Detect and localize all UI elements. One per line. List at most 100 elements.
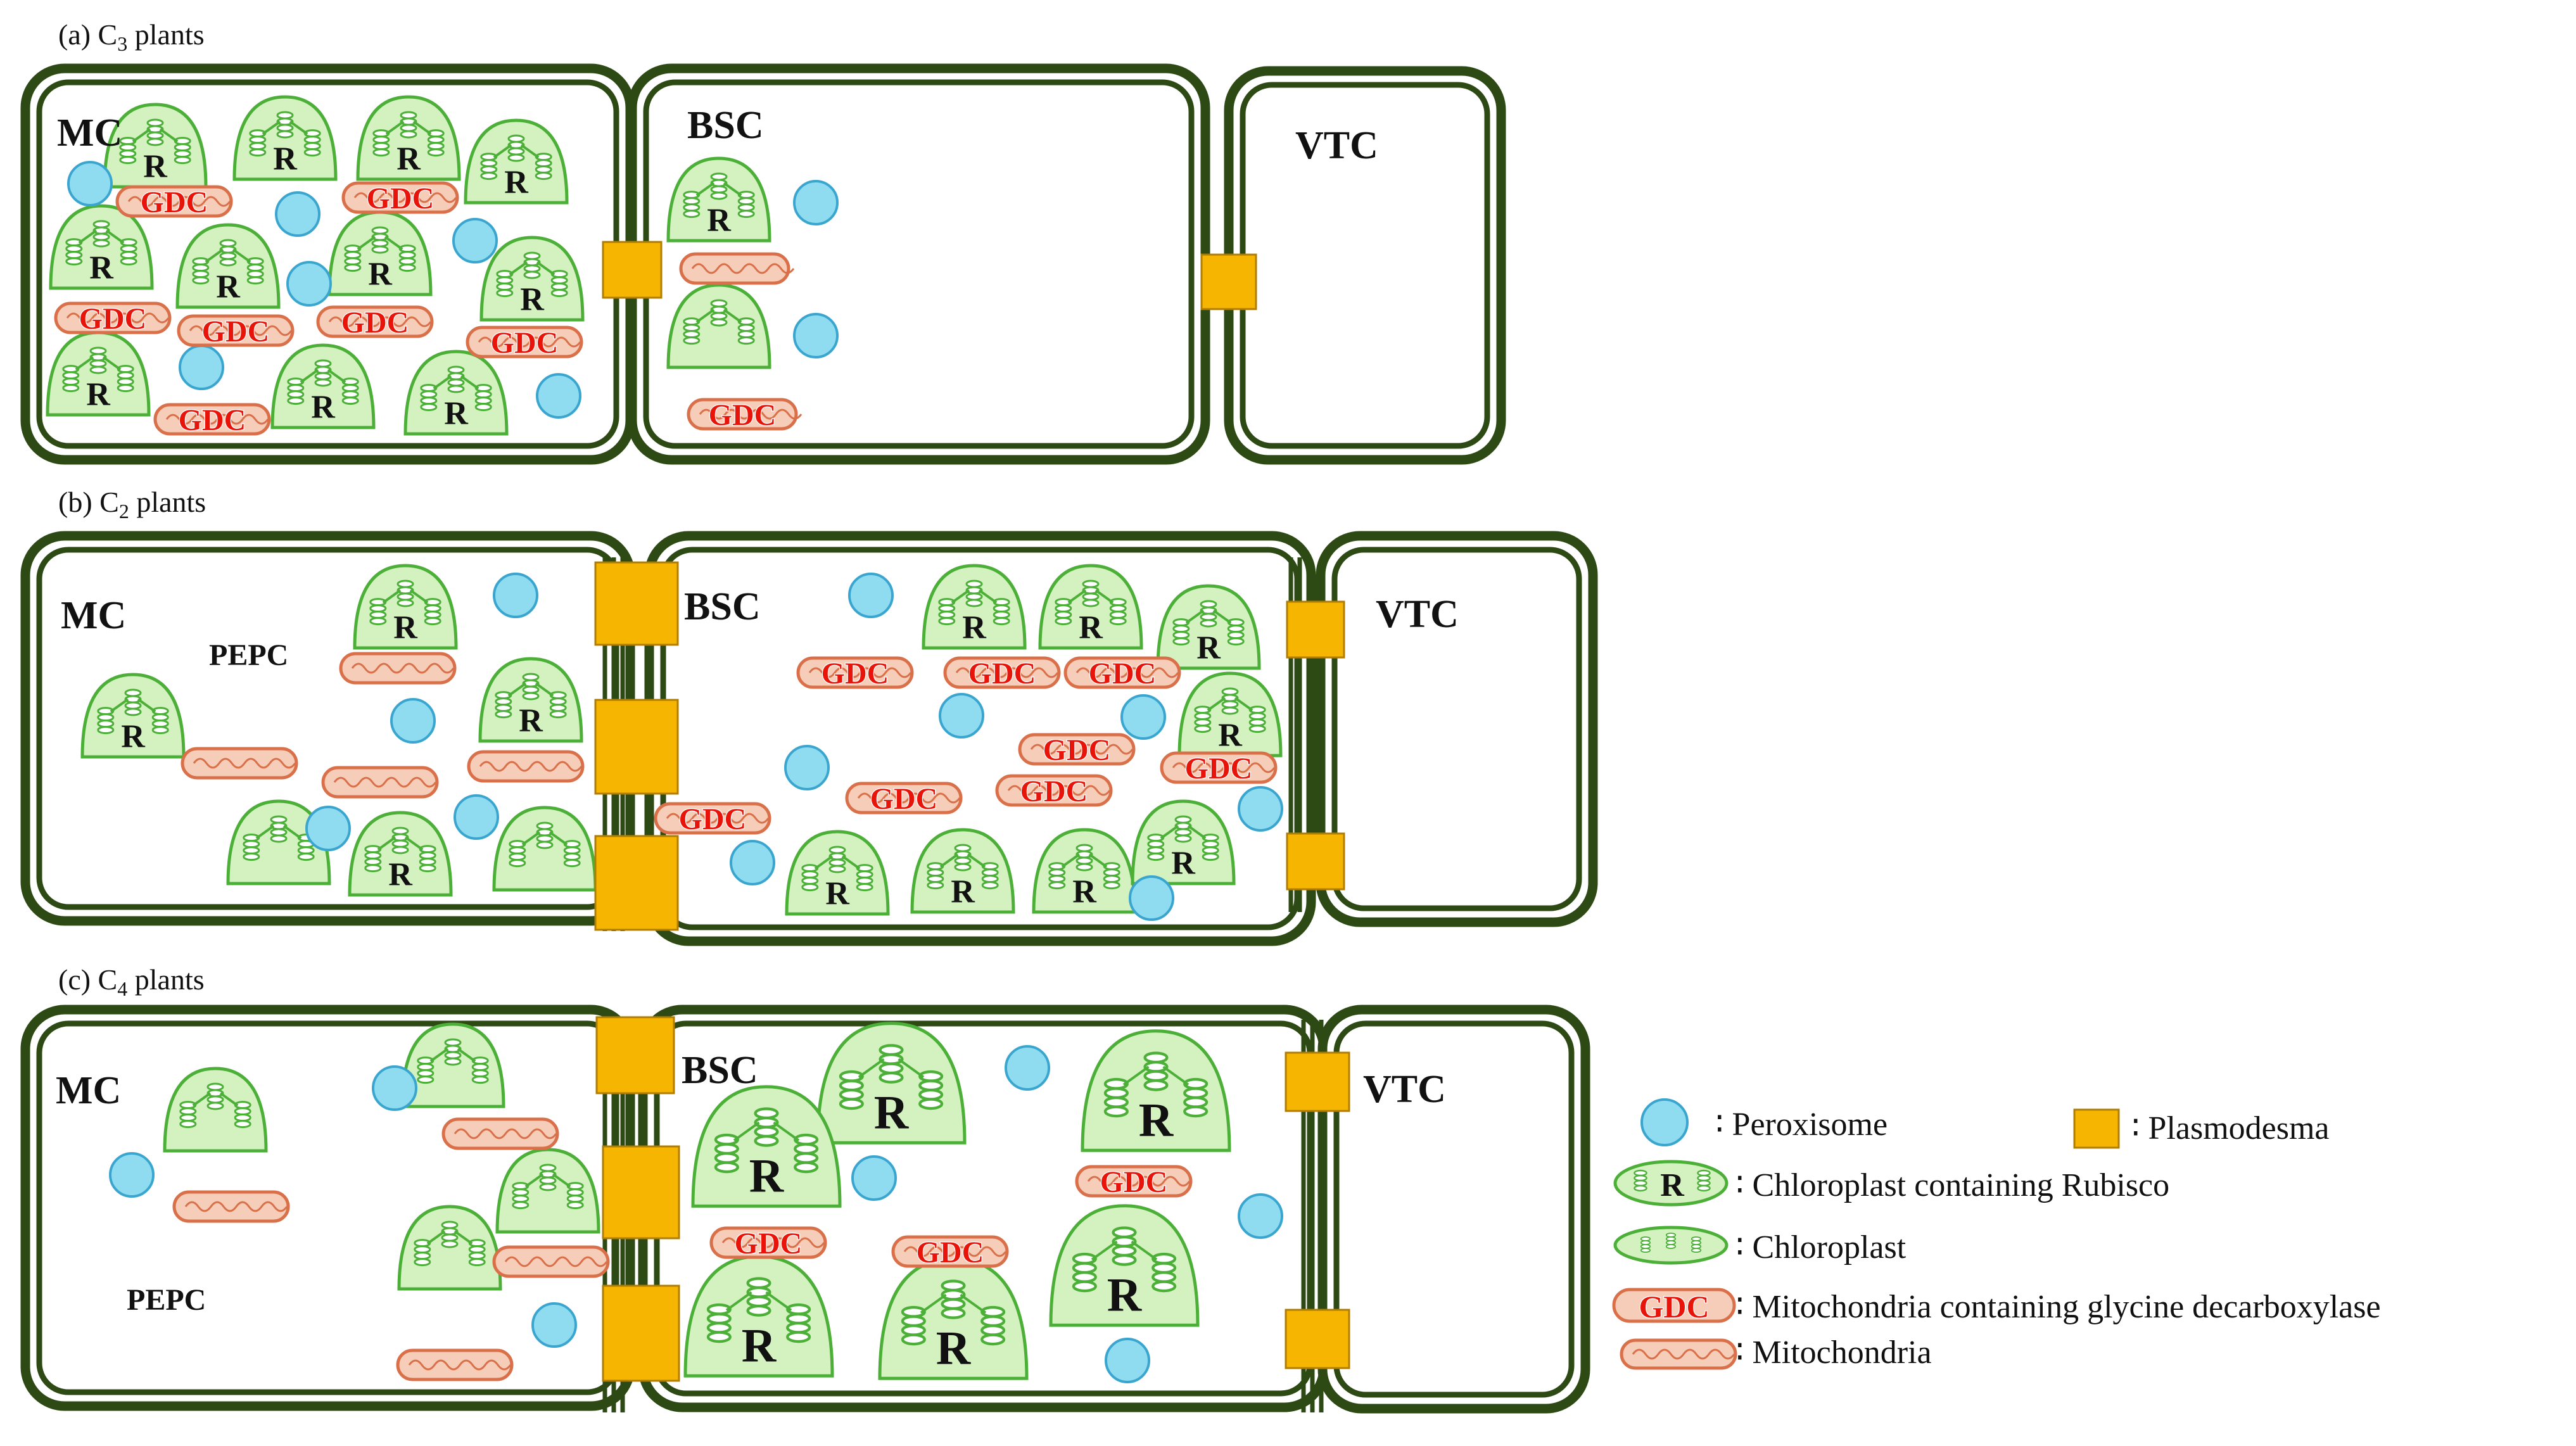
chloroplast-rubisco: R bbox=[878, 1257, 1029, 1380]
chloroplast-rubisco: R bbox=[353, 564, 458, 650]
legend-plasmodesma-label: ∶ Plasmodesma bbox=[2131, 1110, 2330, 1146]
rubisco-label: R bbox=[1218, 717, 1243, 753]
chloroplast-rubisco: R bbox=[1038, 564, 1143, 650]
chloroplast-rubisco: R bbox=[816, 1022, 967, 1145]
panel-b-label: (b) C2 plants bbox=[58, 486, 206, 523]
chloroplast-rubisco: R bbox=[103, 103, 208, 189]
enzyme-label-pepc: PEPC bbox=[127, 1283, 206, 1317]
mitochondria-gdc: GDC bbox=[1160, 751, 1278, 786]
mitochondria bbox=[441, 1117, 559, 1150]
cell-label-bsc: BSC bbox=[687, 104, 764, 147]
rubisco-label: R bbox=[393, 609, 418, 645]
chloroplast-rubisco: R bbox=[922, 564, 1027, 650]
rubisco-label: R bbox=[388, 856, 413, 892]
peroxisome bbox=[275, 191, 320, 237]
chloroplast-rubisco: R bbox=[46, 331, 151, 417]
gdc-label: GDC bbox=[1100, 1165, 1168, 1199]
cell-label-bsc: BSC bbox=[684, 585, 761, 628]
chloroplast-rubisco: R bbox=[464, 118, 569, 205]
mitochondria-gdc: GDC bbox=[466, 326, 583, 360]
legend-mito-gdc-label: ∶ Mitochondria containing glycine decarb… bbox=[1735, 1289, 2381, 1325]
chloroplast-rubisco: R bbox=[80, 673, 186, 759]
mitochondria bbox=[339, 652, 457, 685]
legend-mito-gdc-swatch: GDC bbox=[1612, 1288, 1736, 1325]
rubisco-label: R bbox=[874, 1087, 910, 1139]
chloroplast bbox=[163, 1067, 268, 1153]
chloroplast-rubisco: R bbox=[478, 657, 583, 743]
mitochondria-gdc: GDC bbox=[153, 403, 271, 438]
peroxisome bbox=[793, 313, 839, 358]
peroxisome bbox=[730, 840, 775, 885]
mitochondria-gdc: GDC bbox=[115, 185, 233, 220]
gdc-label: GDC bbox=[822, 657, 889, 690]
plasmodesma bbox=[594, 561, 679, 646]
rubisco-label: R bbox=[936, 1322, 972, 1375]
rubisco-label: R bbox=[397, 141, 421, 177]
chloroplast-rubisco: R bbox=[666, 156, 771, 243]
legend-chloroplast-rubisco-label: ∶ Chloroplast containing Rubisco bbox=[1735, 1167, 2169, 1203]
peroxisome bbox=[536, 373, 581, 419]
peroxisome bbox=[1129, 875, 1174, 921]
mitochondria-gdc: GDC bbox=[796, 656, 914, 691]
chloroplast-rubisco: R bbox=[1177, 671, 1283, 758]
chloroplast-rubisco: R bbox=[175, 223, 281, 309]
cell-a-vtc bbox=[1224, 66, 1506, 465]
rubisco-label: R bbox=[520, 281, 545, 317]
peroxisome bbox=[179, 345, 224, 390]
chloroplast-rubisco: R bbox=[785, 830, 890, 916]
peroxisome bbox=[1120, 694, 1166, 740]
peroxisome bbox=[390, 698, 436, 744]
gdc-label: GDC bbox=[341, 306, 409, 339]
peroxisome bbox=[1005, 1045, 1050, 1091]
plasmodesma bbox=[595, 1016, 675, 1094]
mitochondria-gdc: GDC bbox=[654, 802, 771, 837]
gdc-label: GDC bbox=[1020, 775, 1088, 808]
peroxisome bbox=[109, 1152, 155, 1198]
chloroplast-rubisco: R bbox=[683, 1255, 834, 1378]
gdc-label: GDC bbox=[141, 186, 208, 219]
peroxisome bbox=[1105, 1338, 1150, 1383]
chloroplast-rubisco: R bbox=[1131, 799, 1236, 885]
mitochondria bbox=[467, 750, 585, 783]
mitochondria-gdc: GDC bbox=[1075, 1165, 1193, 1200]
chloroplast-rubisco: R bbox=[1156, 584, 1261, 670]
chloroplast bbox=[492, 806, 597, 892]
mitochondria bbox=[679, 252, 795, 285]
rubisco-label: R bbox=[143, 148, 168, 184]
plasmodesma bbox=[1286, 832, 1345, 891]
peroxisome bbox=[848, 573, 894, 618]
rubisco-label: R bbox=[1196, 630, 1221, 666]
gdc-label: GDC bbox=[870, 782, 938, 816]
mitochondria-gdc: GDC bbox=[1063, 656, 1181, 691]
peroxisome bbox=[531, 1302, 577, 1348]
rubisco-label: R bbox=[951, 873, 975, 910]
chloroplast-rubisco: R bbox=[356, 95, 461, 181]
panel-a-label: (a) C3 plants bbox=[58, 18, 205, 55]
chloroplast-rubisco: R bbox=[1081, 1029, 1231, 1152]
peroxisome bbox=[454, 794, 499, 840]
chloroplast-rubisco: R bbox=[910, 828, 1015, 914]
mitochondria-gdc: GDC bbox=[995, 774, 1113, 809]
legend-peroxisome-swatch bbox=[1640, 1098, 1689, 1146]
mitochondria bbox=[396, 1348, 514, 1381]
chloroplast-rubisco: R bbox=[403, 350, 509, 436]
peroxisome bbox=[286, 261, 332, 307]
chloroplast-rubisco: R bbox=[232, 95, 338, 181]
rubisco-label: R bbox=[1139, 1094, 1174, 1147]
chloroplast-rubisco: R bbox=[479, 236, 585, 322]
peroxisome bbox=[1238, 1193, 1283, 1239]
chloroplast bbox=[400, 1022, 505, 1108]
peroxisome bbox=[793, 180, 839, 225]
mitochondria-gdc: GDC bbox=[845, 782, 963, 816]
gdc-label: GDC bbox=[679, 802, 747, 836]
enzyme-label-pepc: PEPC bbox=[209, 638, 288, 672]
gdc-label: GDC bbox=[735, 1227, 803, 1260]
plasmodesma bbox=[602, 1145, 680, 1240]
svg-text:GDC: GDC bbox=[1639, 1289, 1709, 1324]
peroxisome bbox=[305, 806, 351, 851]
peroxisome bbox=[493, 573, 538, 618]
chloroplast bbox=[495, 1148, 600, 1234]
rubisco-label: R bbox=[1171, 845, 1196, 881]
cell-label-bsc: BSC bbox=[682, 1049, 758, 1092]
chloroplast-rubisco: R bbox=[348, 811, 453, 897]
